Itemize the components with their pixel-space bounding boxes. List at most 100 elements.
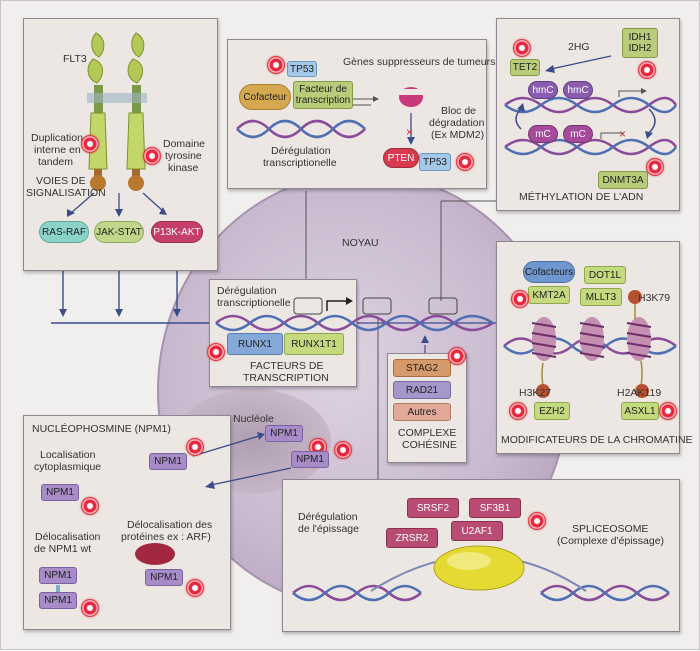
chromatine-ezh2: EZH2 xyxy=(534,402,570,420)
supp-tp53-top: TP53 xyxy=(287,61,317,77)
voies-1: VOIES DE xyxy=(36,175,86,187)
mutation-marker-itd xyxy=(81,135,99,153)
flt3-domaine-3: kinase xyxy=(168,162,199,174)
epissage-spliceosome-1: SPLICEOSOME xyxy=(572,523,649,535)
cohesine-stag2: STAG2 xyxy=(393,359,451,377)
npm1-arf-box: NPM1 xyxy=(145,569,183,586)
npm1-delocal-prot-2: protéines ex : ARF) xyxy=(121,531,211,543)
mutation-marker-asxl1 xyxy=(659,402,677,420)
mutation-marker-tkd xyxy=(143,147,161,165)
methyl-2hg: 2HG xyxy=(568,41,590,53)
mutation-marker-tet2 xyxy=(513,39,531,57)
epissage-u2af1: U2AF1 xyxy=(451,521,503,541)
nucleosome-1 xyxy=(531,317,557,361)
mutation-marker-idh xyxy=(638,61,656,79)
flt3-domaine-2: tyrosine xyxy=(165,150,202,162)
npm1-delocal-prot-1: Délocalisation des xyxy=(127,519,213,531)
npm1-title: NUCLÉOPHOSMINE (NPM1) xyxy=(32,423,171,435)
methyl-title: MÉTHYLATION DE L'ADN xyxy=(519,191,644,203)
flt3-domaine-1: Domaine xyxy=(163,138,206,150)
supp-facteur: Facteur de transcription xyxy=(293,81,353,109)
mutation-marker-npm1-3 xyxy=(186,438,204,456)
facteurs-dereg-1: Dérégulation xyxy=(217,285,277,297)
supp-dereg-1: Dérégulation xyxy=(271,145,331,157)
npm1-localisation-2: cytoplasmique xyxy=(34,461,102,473)
mutation-marker-npm1-4 xyxy=(81,497,99,515)
facteurs-title-1: FACTEURS DE xyxy=(250,360,324,372)
epissage-srsf2: SRSF2 xyxy=(407,498,459,518)
methyl-hmc-2: hmC xyxy=(563,81,593,99)
supp-title: Gènes suppresseurs de tumeurs xyxy=(343,56,496,68)
mutation-marker-npm1-5 xyxy=(81,599,99,617)
chromatine-asxl1: ASXL1 xyxy=(621,402,659,420)
flt3-title: FLT3 xyxy=(63,53,87,65)
mutation-marker-dnmt3a xyxy=(646,158,664,176)
npm1-delocal-wt-1: Délocalisation xyxy=(35,531,101,543)
supp-pten: PTEN xyxy=(383,148,419,168)
facteurs-title-2: TRANSCRIPTION xyxy=(243,372,329,384)
mutation-marker-kmt2a xyxy=(511,290,529,308)
facteurs-runx1: RUNX1 xyxy=(227,333,283,355)
chromatine-cofacteurs: Cofacteurs xyxy=(523,261,575,283)
chromatine-h3k27: H3K27 xyxy=(519,387,552,399)
mutation-marker-tp53 xyxy=(267,56,285,74)
cohesine-title-2: COHÉSINE xyxy=(402,439,457,451)
npm1-wt-box: NPM1 xyxy=(39,567,77,584)
methyl-mc-2: mC xyxy=(563,125,593,143)
pathway-pi3k-akt: P13K-AKT xyxy=(151,221,203,243)
supp-tp53-bottom: TP53 xyxy=(419,153,451,171)
chromatine-h3k79: H3K79 xyxy=(638,292,671,304)
mutation-marker-pten xyxy=(456,153,474,171)
npm1-nucleolus-2: NPM1 xyxy=(291,451,329,468)
methyl-idh1: IDH1 xyxy=(628,32,652,43)
svg-text:×: × xyxy=(619,127,626,141)
nucleole-label: Nucléole xyxy=(233,413,274,425)
pathway-jak-stat: JAK-STAT xyxy=(94,221,144,243)
jak-arrowhead xyxy=(115,309,123,317)
ras-arrowhead xyxy=(59,309,67,317)
npm1-cyto-top: NPM1 xyxy=(149,453,187,470)
supp-facteur-line1: Facteur de xyxy=(299,84,347,95)
chromatine-dot1l: DOT1L xyxy=(584,266,626,284)
facteurs-dereg-2: transcriptionelle xyxy=(217,297,291,309)
supp-dereg-2: transcriptionelle xyxy=(263,157,337,169)
npm1-cyto-box: NPM1 xyxy=(41,484,79,501)
voies-2: SIGNALISATION xyxy=(26,187,106,199)
npm1-localisation-1: Localisation xyxy=(40,449,96,461)
methyl-idh: IDH1 IDH2 xyxy=(622,28,658,58)
pi3k-arrowhead xyxy=(173,309,181,317)
noyau-label: NOYAU xyxy=(342,237,379,249)
methyl-hmc-1: hmC xyxy=(528,81,558,99)
mutation-marker-splice xyxy=(528,512,546,530)
nucleosome-3 xyxy=(626,317,652,361)
mutation-marker-ezh2 xyxy=(509,402,527,420)
epissage-sf3b1: SF3B1 xyxy=(469,498,521,518)
chromatine-title: MODIFICATEURS DE LA CHROMATINE xyxy=(501,434,693,446)
methyl-mc-1: mC xyxy=(528,125,558,143)
cohesine-rad21: RAD21 xyxy=(393,381,451,399)
svg-text:×: × xyxy=(406,125,413,139)
epissage-dereg-1: Dérégulation xyxy=(298,511,358,523)
methyl-tet2: TET2 xyxy=(510,59,540,76)
supp-bloc-3: (Ex MDM2) xyxy=(431,129,485,141)
epissage-zrsr2: ZRSR2 xyxy=(386,528,438,548)
mutation-marker-stag2 xyxy=(448,347,466,365)
epissage-spliceosome-2: (Complexe d'épissage) xyxy=(557,535,665,547)
chromatine-h2ak119: H2AK119 xyxy=(617,387,662,399)
supp-cofacteur: Cofacteur xyxy=(239,84,291,110)
flt3-duplication-2: interne en xyxy=(34,144,81,156)
methyl-idh2: IDH2 xyxy=(628,43,652,54)
chromatine-kmt2a: KMT2A xyxy=(528,286,570,304)
npm1-mut-box: NPM1 xyxy=(39,592,77,609)
cohesine-title-1: COMPLEXE xyxy=(398,427,457,439)
flt3-duplication-3: tandem xyxy=(38,156,74,168)
flt3-duplication-1: Duplication xyxy=(31,132,83,144)
supp-bloc-2: dégradation xyxy=(429,117,485,129)
